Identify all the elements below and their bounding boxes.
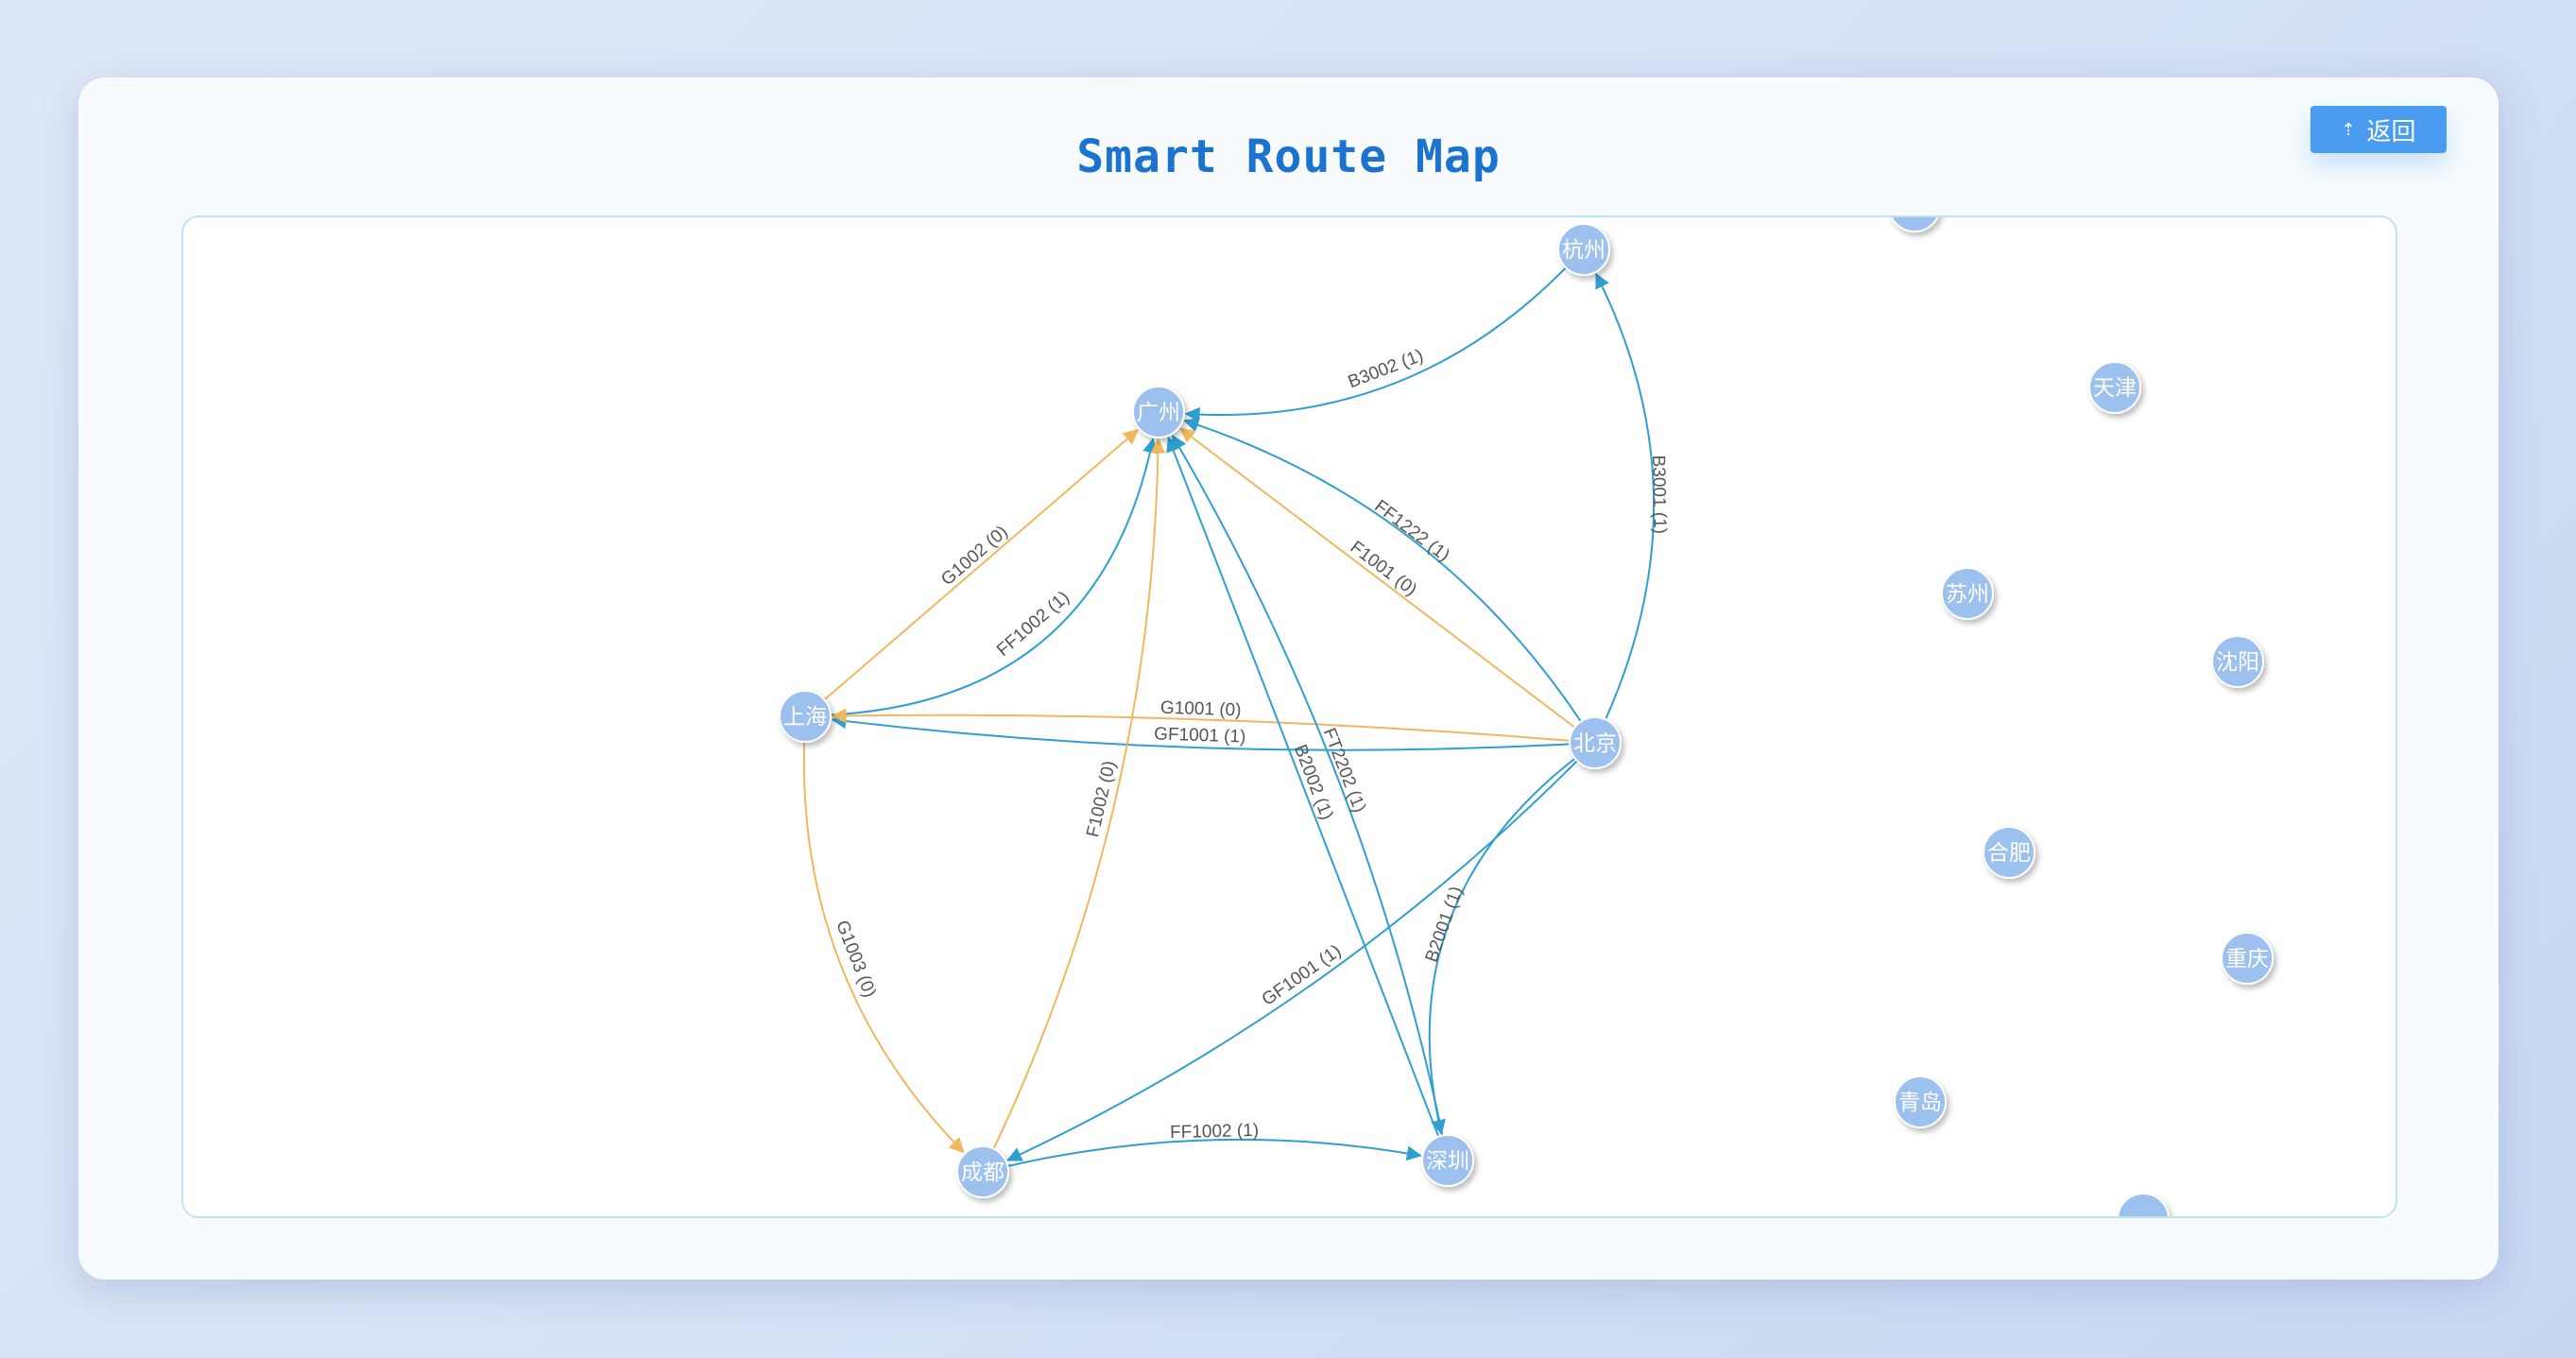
route-graph[interactable]: B3002 (1)B3001 (1)FF1002 (1)G1002 (0)FF1…	[181, 215, 2397, 1218]
page-title: Smart Route Map	[1076, 130, 1501, 183]
route-edge-beijing-guangzhou[interactable]	[1179, 427, 1576, 729]
node-label: 广州	[1137, 401, 1180, 425]
route-edge-shenzhen-guangzhou[interactable]	[1171, 434, 1444, 1136]
route-edge-beijing-guangzhou[interactable]	[1183, 417, 1582, 723]
edge-label: B3001 (1)	[1648, 455, 1670, 534]
node-circle[interactable]	[1983, 826, 2035, 879]
city-node-shanghai[interactable]: 上海	[779, 690, 832, 743]
node-label: 杭州	[1562, 238, 1606, 263]
node-circle[interactable]	[2221, 932, 2274, 985]
route-edge-beijing-shanghai[interactable]	[831, 708, 1571, 742]
node-label: 深圳	[1426, 1149, 1469, 1174]
node-label: 成都	[961, 1160, 1005, 1185]
node-label: 青岛	[1898, 1091, 1942, 1115]
edge-label: F1001 (0)	[1347, 538, 1420, 600]
edge-label: GF1001 (1)	[1154, 724, 1246, 747]
node-label: 合肥	[1987, 841, 2031, 866]
node-circle[interactable]	[2088, 361, 2141, 414]
node-label: 重庆	[2225, 947, 2269, 971]
node-label: 沈阳	[2216, 650, 2259, 675]
edge-label: G1001 (0)	[1160, 698, 1242, 721]
node-circle[interactable]	[2117, 1193, 2170, 1216]
node-label: 天津	[2093, 376, 2137, 401]
city-node-qingdao[interactable]: 青岛	[1894, 1075, 1947, 1128]
city-node-chongqing[interactable]: 重庆	[2221, 932, 2274, 985]
city-node-chengdu[interactable]: 成都	[956, 1145, 1009, 1198]
city-node-hangzhou[interactable]: 杭州	[1557, 223, 1610, 276]
route-edge-chengdu-guangzhou[interactable]	[992, 438, 1166, 1150]
route-edge-beijing-chengdu[interactable]	[1006, 760, 1578, 1161]
node-circle[interactable]	[1941, 567, 1994, 620]
city-node-shenzhen[interactable]: 深圳	[1421, 1134, 1474, 1187]
node-label: 北京	[1573, 731, 1617, 756]
node-circle[interactable]	[1569, 716, 1622, 769]
route-edge-shenzhen-guangzhou[interactable]	[1166, 436, 1440, 1138]
node-circle[interactable]	[1421, 1134, 1474, 1187]
route-edge-beijing-shenzhen[interactable]	[1428, 757, 1576, 1136]
route-edge-shanghai-guangzhou[interactable]	[823, 429, 1140, 701]
route-edge-shanghai-guangzhou[interactable]	[830, 438, 1158, 716]
node-circle[interactable]	[779, 690, 832, 743]
route-edge-beijing-hangzhou[interactable]	[1595, 272, 1656, 720]
route-graph-canvas[interactable]: B3002 (1)B3001 (1)FF1002 (1)G1002 (0)FF1…	[183, 217, 2396, 1216]
route-edge-beijing-shanghai[interactable]	[831, 713, 1571, 751]
node-label: 苏州	[1946, 582, 1989, 607]
back-button-label: 返回	[2366, 117, 2416, 146]
edge-label: FF1002 (1)	[1170, 1121, 1259, 1143]
city-node-tianjin[interactable]: 天津	[2088, 361, 2141, 414]
city-node-beijing[interactable]: 北京	[1569, 716, 1622, 769]
node-circle[interactable]	[2211, 635, 2264, 688]
upload-icon: ⇡	[2341, 119, 2356, 140]
edge-label: GF1001 (1)	[1259, 941, 1346, 1010]
city-node-partial_top[interactable]	[1889, 217, 1940, 232]
city-node-shenyang[interactable]: 沈阳	[2211, 635, 2264, 688]
route-edge-hangzhou-guangzhou[interactable]	[1184, 266, 1567, 422]
node-circle[interactable]	[1889, 217, 1940, 232]
city-node-suzhou[interactable]: 苏州	[1941, 567, 1994, 620]
node-circle[interactable]	[1132, 386, 1185, 438]
city-node-partial_bottom[interactable]	[2117, 1193, 2170, 1216]
route-edge-shanghai-chengdu[interactable]	[802, 741, 965, 1154]
node-circle[interactable]	[1894, 1075, 1947, 1128]
edge-label: F1002 (0)	[1083, 759, 1120, 839]
route-edge-chengdu-shenzhen[interactable]	[1007, 1138, 1422, 1167]
edge-label: G1002 (0)	[937, 522, 1012, 590]
node-circle[interactable]	[1557, 223, 1610, 276]
node-label: 上海	[783, 705, 827, 730]
city-node-guangzhou[interactable]: 广州	[1132, 386, 1185, 438]
main-card: Smart Route Map ⇡ 返回 B3002 (1) B3001 (1) F…	[78, 77, 2499, 1280]
node-circle[interactable]	[956, 1145, 1009, 1198]
edge-label: B3002 (1)	[1346, 346, 1426, 392]
city-node-hefei[interactable]: 合肥	[1983, 826, 2035, 879]
back-button[interactable]: ⇡ 返回	[2310, 106, 2447, 153]
